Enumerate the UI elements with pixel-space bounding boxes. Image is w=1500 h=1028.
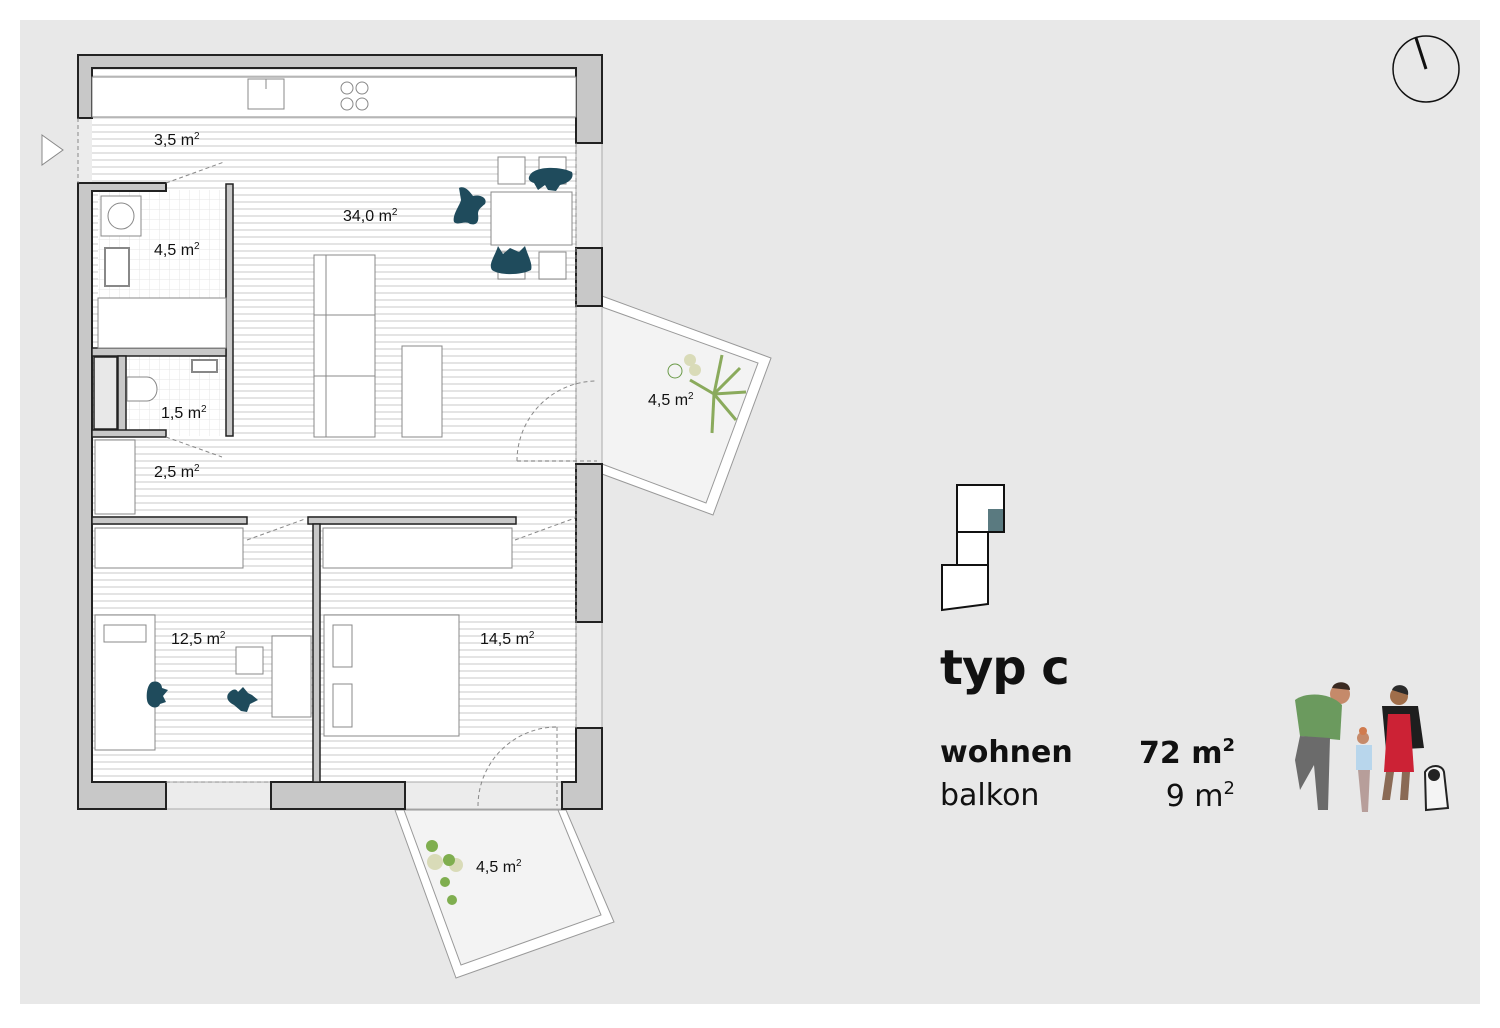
wardrobe-bedroom-large [322,527,513,569]
area-label-bedroom-large: 14,5 m2 [480,630,535,648]
stat-label: balkon [940,778,1040,813]
area-label-living: 34,0 m2 [343,207,398,225]
shaft [93,356,118,430]
washbasin-icon [104,247,130,287]
triangle-entrance-icon [41,134,64,166]
stat-label: wohnen [940,735,1073,770]
area-label-bedroom-small: 12,5 m2 [171,630,226,648]
area-label-wc: 1,5 m2 [161,404,207,422]
plant-icon [667,354,747,434]
stat-value: 72 m2 [1139,735,1235,771]
unit-type-title: typ c [940,640,1070,696]
chair-icons [453,167,573,275]
area-label-balcony-south: 4,5 m2 [476,858,522,876]
window-south-1 [165,781,272,810]
sofa [313,254,376,438]
hand-basin-icon [191,359,218,373]
bathtub-icon [97,297,227,349]
desk [271,635,312,718]
stove-icon [340,81,369,111]
stat-balcony-area: balkon 9 m2 [940,778,1235,814]
entrance-door-opening [78,118,92,183]
plant-icon [426,840,463,905]
coffee-table [401,345,443,438]
area-labels: 3,5 m2 34,0 m2 4,5 m2 1,5 m2 2,5 m2 12,5… [154,131,694,876]
balcony-door-east[interactable] [575,305,603,465]
area-label-entrance: 3,5 m2 [154,131,200,149]
family-illustration [1295,682,1450,812]
stool [235,646,264,675]
chair-icons-bedroom [146,681,258,712]
kitchen-counter [91,76,577,118]
balcony-east [601,295,772,516]
window-east-2 [575,621,603,729]
interior-walls [91,183,517,783]
wardrobe-hall [94,439,136,515]
area-label-storage: 2,5 m2 [154,463,200,481]
wardrobe-bedroom-small [94,527,244,569]
washing-machine-icon [100,195,142,237]
stat-living-area: wohnen 72 m2 [940,735,1235,771]
pillow [103,624,147,643]
balcony-south [394,809,615,979]
balcony-door-south[interactable] [404,781,563,810]
stat-value: 9 m2 [1165,778,1235,814]
toilet-icon [126,376,158,402]
exterior-walls [77,54,603,810]
key-plan-icon [941,484,1005,612]
door-swings [77,118,598,807]
north-arrow-icon [1392,35,1460,103]
window-east-1 [575,142,603,249]
area-label-balcony-east: 4,5 m2 [648,391,694,409]
area-label-bathroom: 4,5 m2 [154,241,200,259]
